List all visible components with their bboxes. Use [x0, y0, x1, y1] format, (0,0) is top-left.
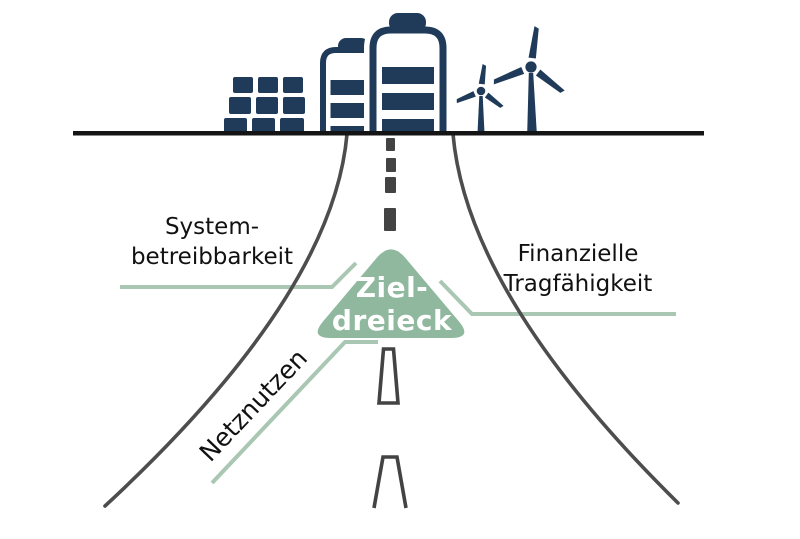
solar-panel-icon	[224, 77, 305, 133]
road-center-dashes-far	[384, 138, 396, 231]
target-triangle-shape	[317, 249, 465, 338]
road-dash-icon	[372, 455, 408, 509]
road-dash-icon	[386, 138, 395, 151]
road-edge-right	[451, 132, 680, 505]
netznutzen-connector-line	[210, 340, 378, 485]
triangle-label-line2: dreieck	[331, 304, 453, 337]
wind-turbine-small-icon	[456, 64, 504, 133]
label-system-line2: betreibbarkeit	[130, 244, 294, 270]
road-center-dashes-near	[372, 347, 408, 509]
storage-tower-large-icon	[364, 13, 452, 134]
triangle-label-line1: Ziel-	[355, 271, 429, 304]
wind-turbine-large-icon	[493, 26, 565, 133]
system-connector-line	[120, 261, 358, 289]
road-dash-icon	[386, 158, 396, 172]
label-system-operability: System- betreibbarkeit	[97, 212, 327, 272]
label-system-line1: System-	[164, 214, 260, 240]
target-triangle-label: Ziel- dreieck	[314, 271, 470, 337]
energy-skyline	[73, 13, 704, 136]
road-dash-icon	[385, 177, 396, 193]
label-financial-viability: Finanzielle Tragfähigkeit	[468, 239, 688, 299]
label-financial-line2: Tragfähigkeit	[503, 271, 653, 297]
financial-connector-line	[438, 279, 676, 316]
road-dash-icon	[384, 208, 396, 231]
horizon-line	[73, 131, 704, 136]
road-edge-left	[103, 132, 349, 508]
road-dash-icon	[377, 347, 400, 405]
label-financial-line1: Finanzielle	[517, 241, 639, 267]
